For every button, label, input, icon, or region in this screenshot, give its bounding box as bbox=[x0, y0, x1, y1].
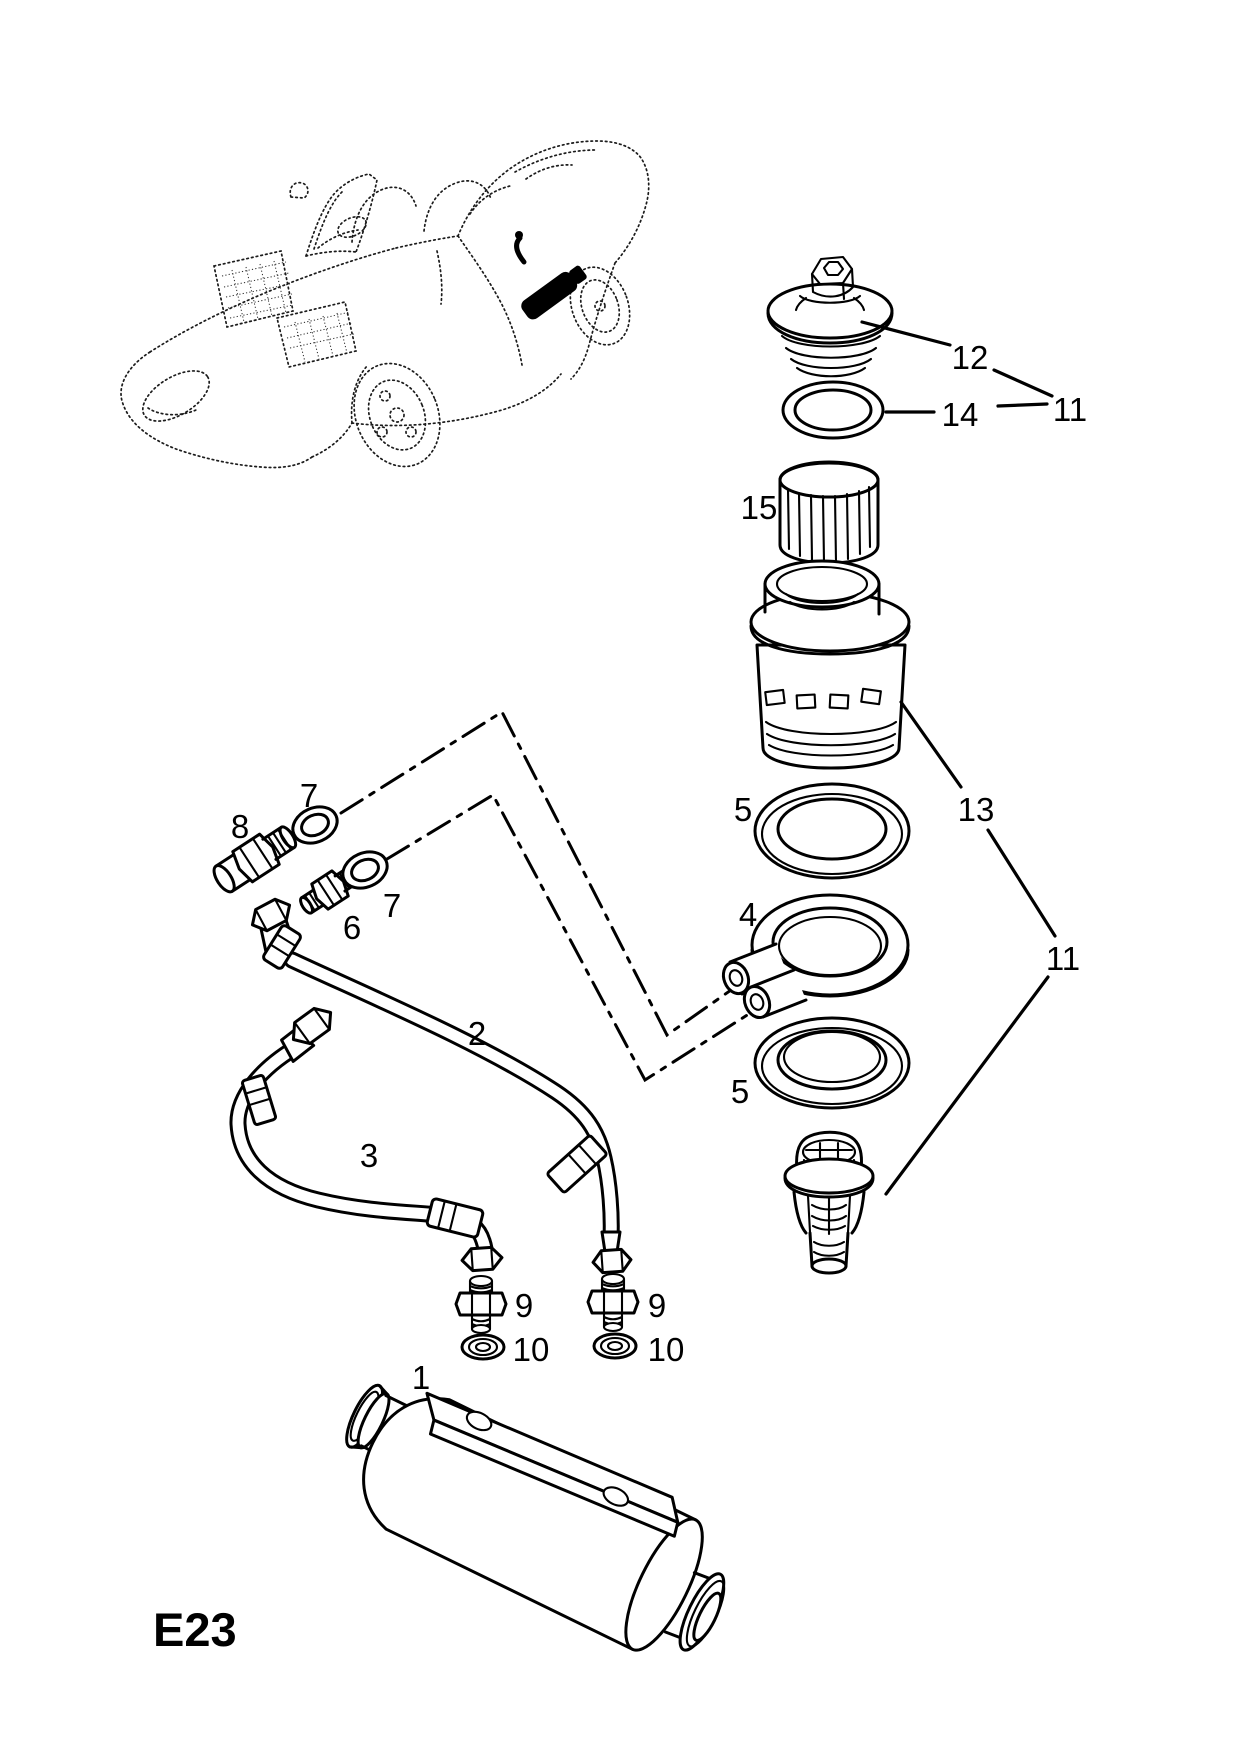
alignment-lines bbox=[339, 709, 765, 1083]
car-windshield-inner bbox=[313, 190, 344, 250]
callout-14: 14 bbox=[942, 396, 979, 433]
callout-8: 8 bbox=[231, 808, 249, 845]
callout-5-bottom: 5 bbox=[731, 1073, 749, 1110]
car-seat-left bbox=[351, 186, 417, 243]
car-rollhoops bbox=[469, 164, 573, 215]
hose3-union-nut bbox=[291, 1006, 333, 1046]
part-14-o-ring bbox=[781, 380, 885, 440]
callout-7-left: 7 bbox=[300, 777, 318, 814]
car-headlight-inner bbox=[147, 407, 197, 416]
hose2-elbow-nut bbox=[250, 897, 292, 933]
callout-7-right: 7 bbox=[383, 887, 401, 924]
car-front-wheel bbox=[353, 362, 441, 468]
car-headlight bbox=[141, 370, 211, 422]
callout-2: 2 bbox=[468, 1015, 486, 1052]
part-9-connector-right bbox=[586, 1272, 640, 1333]
callout-11-bottom: 11 bbox=[1046, 940, 1080, 977]
car-sill bbox=[311, 373, 562, 458]
part-10-washer-left bbox=[460, 1333, 506, 1361]
callout-15: 15 bbox=[741, 489, 778, 526]
car-hood-edge bbox=[149, 247, 397, 353]
car-door-crease bbox=[436, 250, 443, 305]
car-steering-wheel bbox=[336, 215, 368, 239]
part-2-oil-hose-upper bbox=[250, 897, 633, 1275]
leader-13-to-11 bbox=[986, 828, 1057, 938]
callout-11-top: 11 bbox=[1053, 391, 1087, 428]
cooler-mounting-plate bbox=[425, 1391, 680, 1538]
callout-4: 4 bbox=[739, 896, 757, 933]
callout-9-right: 9 bbox=[648, 1287, 666, 1324]
vehicle-illustration bbox=[120, 140, 650, 469]
part-8-union-screw bbox=[212, 825, 298, 894]
leader-lines bbox=[860, 320, 1057, 1196]
alignment-line-lower bbox=[385, 792, 765, 1083]
adapter-port-lower bbox=[742, 968, 808, 1020]
car-rear-deck bbox=[457, 140, 650, 264]
car-windshield bbox=[305, 173, 378, 257]
part-7-o-ring-left bbox=[291, 805, 339, 845]
callout-12: 12 bbox=[952, 339, 989, 376]
callout-6: 6 bbox=[343, 909, 361, 946]
part-15-filter-element bbox=[778, 460, 880, 565]
callout-10-right: 10 bbox=[648, 1331, 685, 1368]
leader-12-to-11 bbox=[992, 368, 1054, 398]
part-12-filter-cap bbox=[766, 255, 894, 378]
leader-12 bbox=[860, 320, 952, 347]
car-cowl-line bbox=[395, 235, 459, 249]
part-1-oil-cooler bbox=[345, 1383, 726, 1652]
cooler-outlet-pipe bbox=[663, 1571, 726, 1652]
part-11-bypass-valve bbox=[783, 1130, 875, 1275]
leader-13 bbox=[899, 700, 963, 789]
callout-13: 13 bbox=[958, 791, 995, 828]
part-5-seal-upper bbox=[753, 782, 911, 880]
part-4-adapter-ring bbox=[721, 893, 910, 1020]
callout-10-left: 10 bbox=[513, 1331, 550, 1368]
car-hood-vent-2 bbox=[275, 300, 358, 369]
page-code: E23 bbox=[153, 1603, 237, 1656]
leader-11-to-valve bbox=[884, 975, 1050, 1196]
callout-9-left: 9 bbox=[515, 1287, 533, 1324]
car-hood-vent-1 bbox=[212, 249, 294, 329]
car-seat-right bbox=[423, 180, 492, 232]
hose3-crimp-collar-2 bbox=[425, 1197, 485, 1239]
hose2-crimp-collar-2 bbox=[546, 1134, 608, 1194]
part-13-filter-housing bbox=[749, 559, 911, 770]
callout-3: 3 bbox=[360, 1137, 378, 1174]
part-9-connector-left bbox=[454, 1274, 508, 1335]
car-rear-wheel bbox=[569, 266, 631, 346]
car-mirror bbox=[289, 181, 309, 199]
car-bumper-outline bbox=[120, 351, 313, 469]
part-5-seal-lower bbox=[753, 1016, 911, 1110]
car-door-line bbox=[457, 235, 523, 366]
hose2-crimp-collar-1 bbox=[262, 924, 302, 970]
part-7-o-ring-right bbox=[341, 850, 389, 890]
hose2-end-nut bbox=[591, 1247, 633, 1275]
car-dash-line bbox=[317, 229, 359, 249]
hose3-crimp-collar-1 bbox=[241, 1074, 277, 1126]
part-10-washer-right bbox=[592, 1332, 638, 1360]
car-front-arch bbox=[350, 365, 368, 424]
oil-cooler-location-highlight bbox=[514, 231, 587, 320]
car-rear-deck-inner bbox=[514, 149, 597, 173]
cooler-inlet-pipe bbox=[345, 1383, 441, 1466]
car-windshield-base bbox=[305, 250, 357, 257]
hose3-end-nut bbox=[460, 1245, 504, 1273]
alignment-line-upper bbox=[339, 709, 743, 1038]
callout-1: 1 bbox=[412, 1359, 430, 1396]
callout-5-top: 5 bbox=[734, 791, 752, 828]
leader-14-to-11 bbox=[996, 402, 1049, 408]
part-3-oil-hose-lower bbox=[229, 1006, 504, 1273]
